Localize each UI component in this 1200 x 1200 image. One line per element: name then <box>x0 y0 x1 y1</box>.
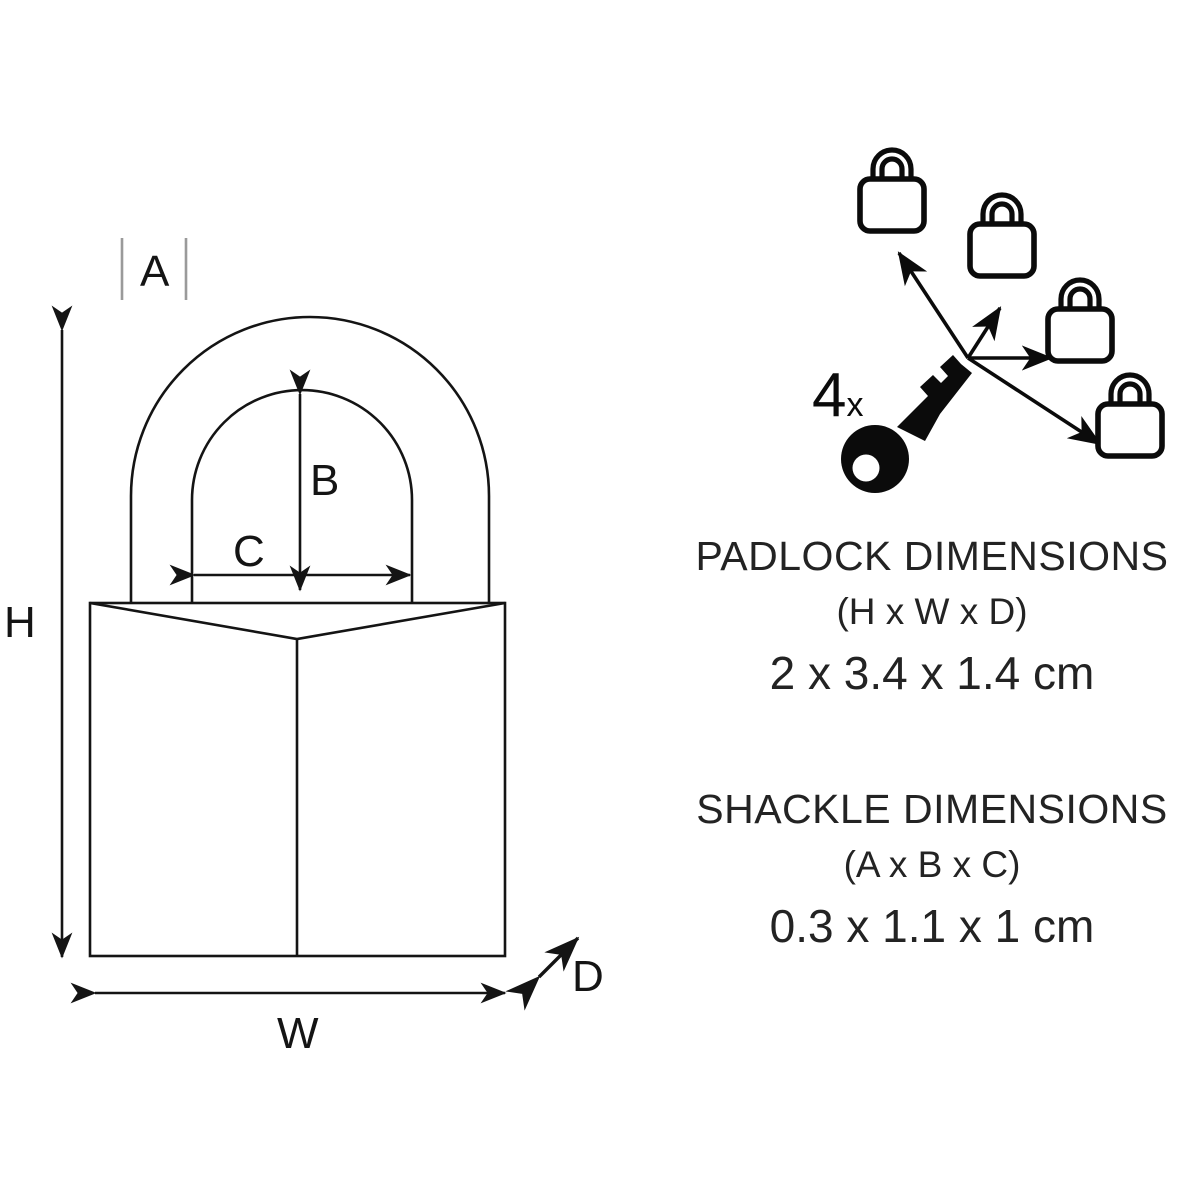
arrow-up-right <box>966 306 1002 359</box>
dimension-label-shackle-thickness: A <box>140 247 170 296</box>
quantity-label: 4x <box>812 360 863 431</box>
padlock-dimensions-axes: (H x W x D) <box>836 591 1028 632</box>
shackle-dimensions-spec: SHACKLE DIMENSIONS (A x B x C) 0.3 x 1.1… <box>672 786 1192 953</box>
dimension-label-shackle-height: B <box>310 456 340 505</box>
padlock-dimensions-heading: PADLOCK DIMENSIONS <box>695 533 1169 579</box>
dimension-label-width: W <box>277 1009 319 1058</box>
shackle-dimensions-heading: SHACKLE DIMENSIONS <box>696 786 1168 832</box>
dimension-label-shackle-width: C <box>233 527 265 576</box>
quantity-number: 4 <box>812 361 847 430</box>
shackle-thickness-guides <box>120 238 188 300</box>
padlock-dimensions-value: 2 x 3.4 x 1.4 cm <box>769 647 1095 699</box>
padlock-dimensions-spec: PADLOCK DIMENSIONS (H x W x D) 2 x 3.4 x… <box>672 533 1192 700</box>
dimension-line-depth <box>505 936 580 1011</box>
shackle-dimensions-axes: (A x B x C) <box>843 844 1021 885</box>
arrow-burst <box>897 251 1102 446</box>
padlock-icon-2 <box>970 195 1034 276</box>
dimension-label-height: H <box>4 598 36 647</box>
padlock-icon-1 <box>860 150 924 231</box>
shackle-dimensions-value: 0.3 x 1.1 x 1 cm <box>769 900 1095 952</box>
key-icon <box>841 355 972 493</box>
padlock-icon-3 <box>1048 280 1112 361</box>
shackle-outer-outline <box>129 315 491 606</box>
arrow-down-right <box>967 356 1102 446</box>
dimension-label-depth: D <box>572 952 604 1001</box>
padlock-icon-4 <box>1098 375 1162 456</box>
arrow-up-left <box>897 251 970 359</box>
quantity-suffix: x <box>846 386 864 424</box>
